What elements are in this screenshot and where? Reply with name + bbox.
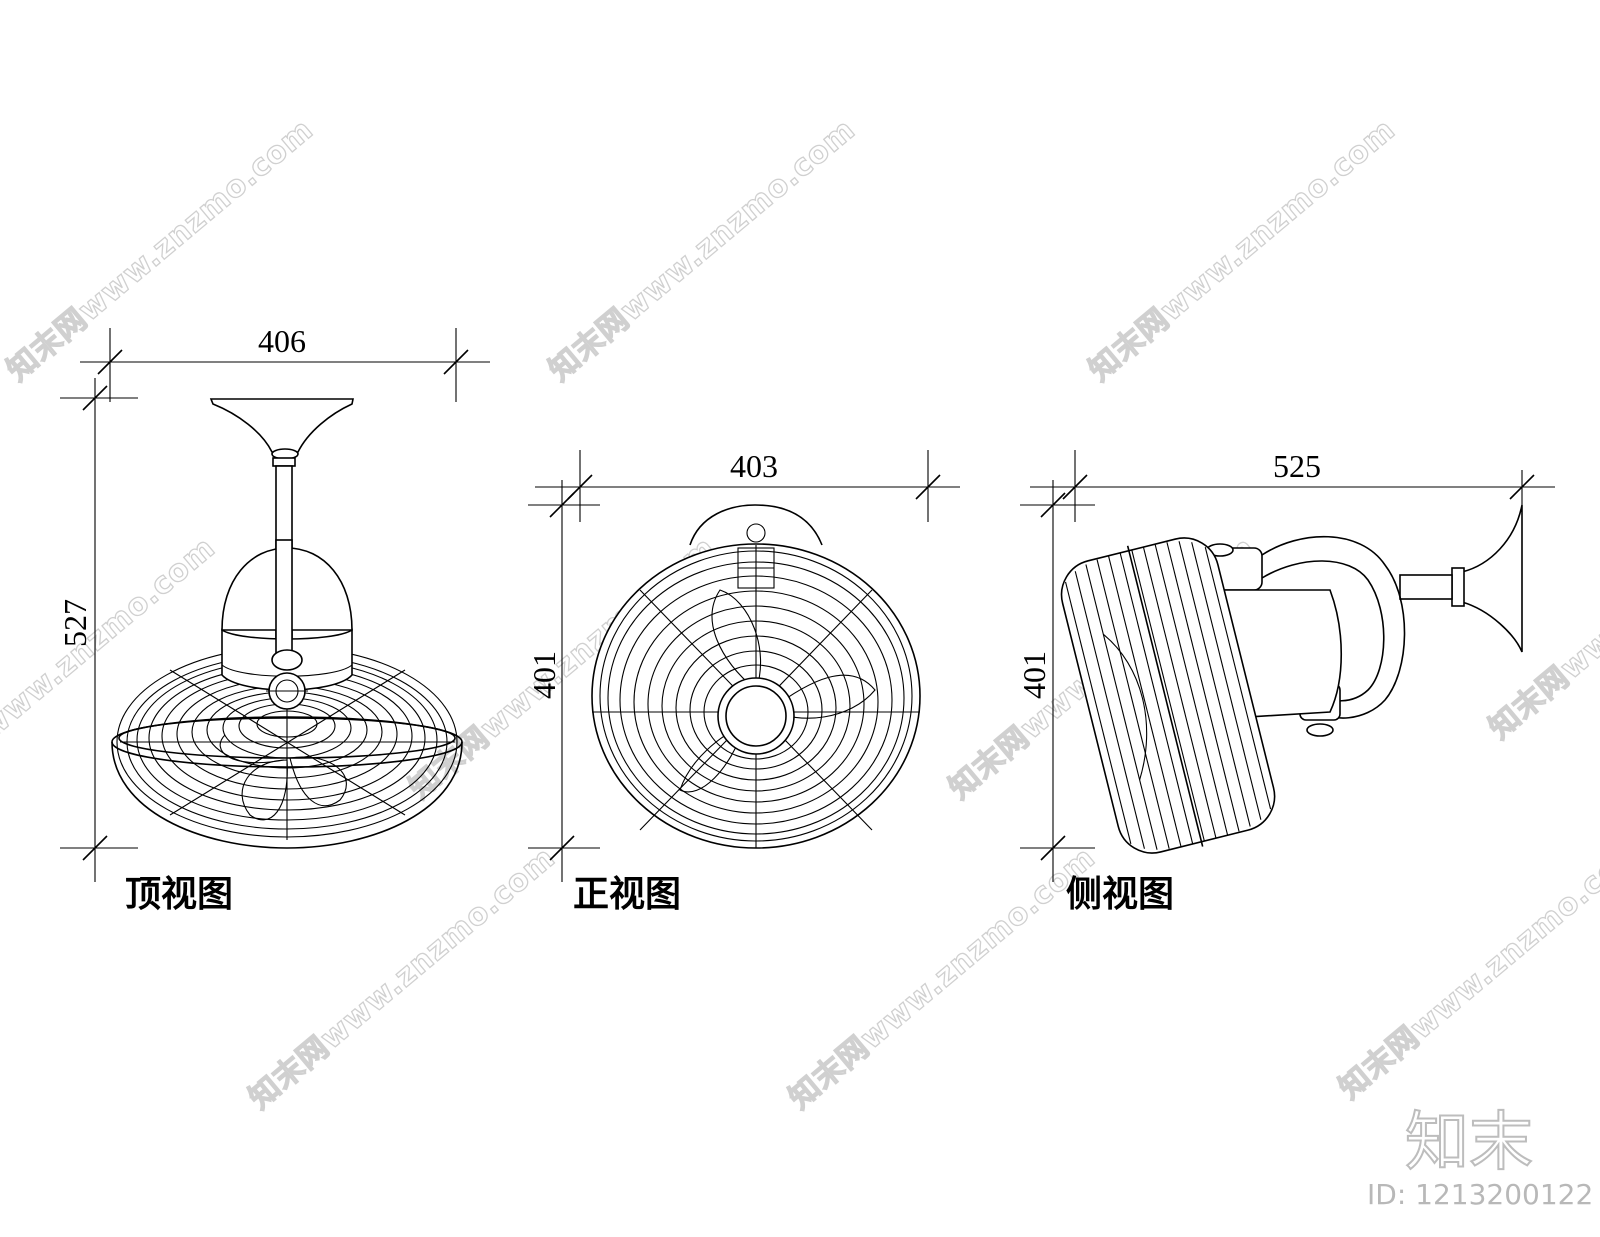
front-view-caption: 正视图 (573, 874, 681, 915)
brand-mark: 知末 ID: 1213200122 (1367, 1105, 1593, 1211)
top-view: 406 527 (57, 323, 490, 915)
front-view-height-label: 401 (526, 651, 562, 699)
side-view-height-dimension: 401 (1016, 480, 1095, 882)
front-view-cage-rings (592, 545, 920, 848)
top-view-caption: 顶视图 (125, 874, 233, 915)
top-view-height-label: 527 (57, 599, 93, 647)
watermark: 知末网www.znzmo.com (543, 112, 863, 388)
side-view-caption: 侧视图 (1066, 874, 1174, 915)
top-view-width-label: 406 (258, 323, 306, 359)
front-view-width-dimension: 403 (535, 448, 960, 522)
top-view-width-dimension: 406 (80, 323, 490, 402)
front-view-width-label: 403 (730, 448, 778, 484)
watermark: 知末网www.znzmo.com (1083, 112, 1403, 388)
side-view-height-label: 401 (1016, 651, 1052, 699)
brand-logo: 知末 (1405, 1106, 1533, 1180)
front-view-height-dimension: 401 (526, 480, 600, 882)
watermark: 知末网www.znzmo.com (243, 840, 563, 1116)
side-view: 525 401 (1016, 448, 1555, 915)
side-view-width-label: 525 (1273, 448, 1321, 484)
watermark: 知末网www.znzmo.com (783, 840, 1103, 1116)
front-view: 403 401 (526, 448, 960, 915)
brand-id-label: ID: 1213200122 (1367, 1178, 1593, 1211)
side-view-cage (1060, 537, 1276, 854)
watermark: 知末网www.znzmo.com (1333, 830, 1600, 1106)
watermark: 知末网www.znzmo.com (0, 530, 222, 806)
side-view-width-dimension: 525 (1030, 448, 1555, 522)
top-view-height-dimension: 527 (57, 378, 138, 882)
